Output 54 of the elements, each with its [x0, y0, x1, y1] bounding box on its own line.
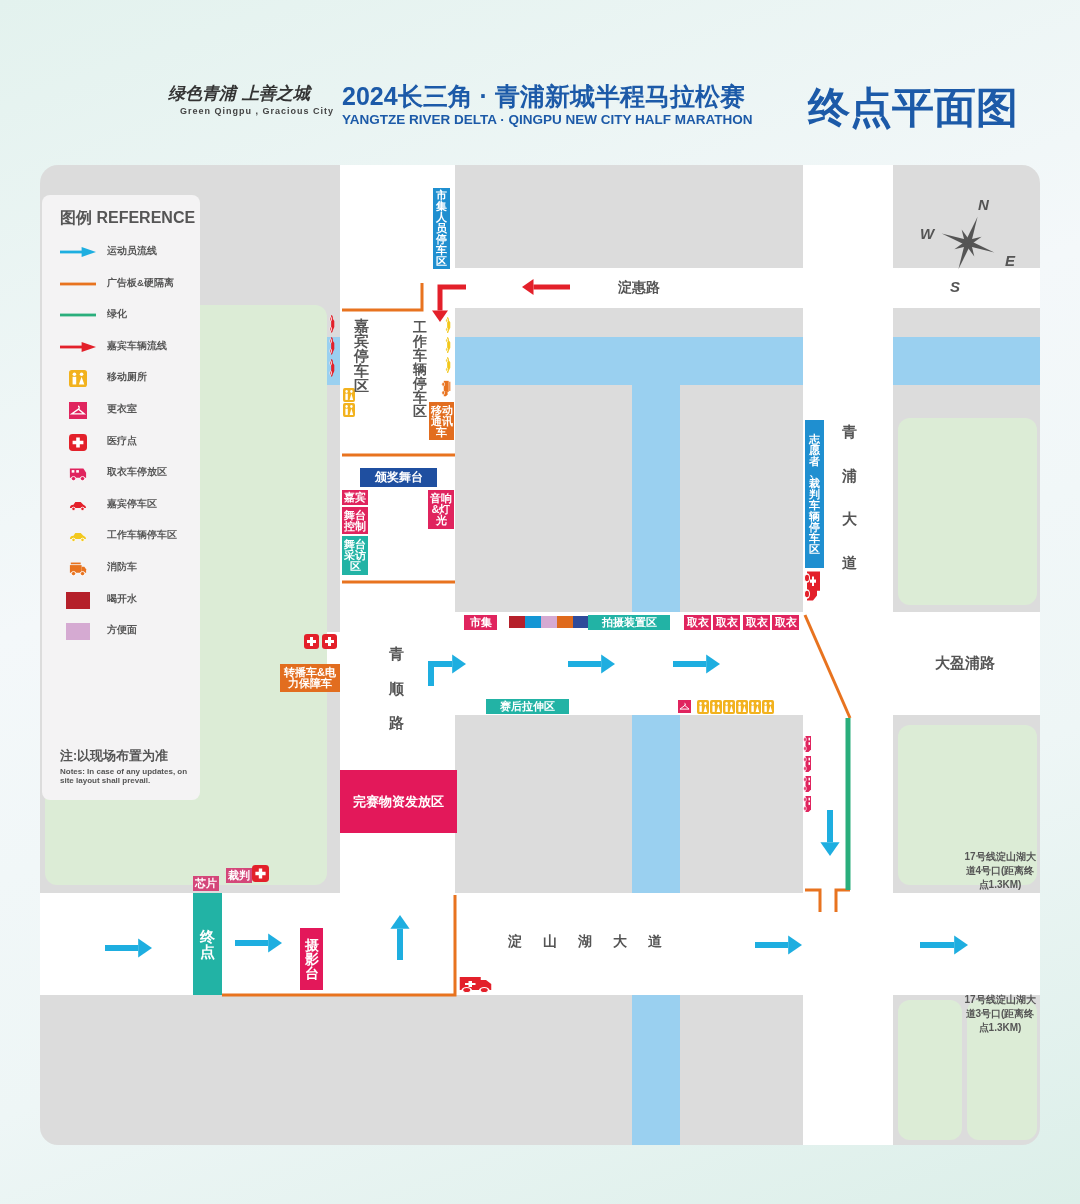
road-name: 大盈浦路: [935, 654, 995, 673]
legend-label: 医疗点: [107, 434, 137, 448]
legend-label: 广告板&硬隔离: [107, 276, 174, 290]
road-name: 淀山湖大道: [508, 933, 683, 951]
legend-title: 图例 REFERENCE: [60, 208, 196, 228]
zone-tag: 裁判: [226, 868, 252, 883]
zone-tag: 取衣: [713, 615, 740, 630]
legend-label: 更衣室: [107, 403, 137, 416]
zone-tag: 市集: [464, 615, 497, 630]
note: Notes: In case of any updates, on site layout shall prevail.: [60, 767, 189, 785]
legend-label: 工作车辆停车区: [107, 529, 177, 543]
title: 2024长三角 · 青浦新城半程马拉松赛: [342, 81, 745, 112]
slogan: 绿色青浦 上善之城: [168, 82, 310, 105]
legend-label: 移动厕所: [107, 371, 147, 385]
compass-letter: W: [920, 225, 935, 242]
zone-tag: 移动通讯车: [429, 402, 454, 440]
legend-label: 消防车: [107, 561, 137, 574]
compass-letter: N: [978, 196, 989, 213]
legend-label: 运动员流线: [107, 245, 157, 258]
zone-tag: 取衣: [772, 615, 799, 630]
road-name: 淀惠路: [618, 279, 660, 297]
legend-label: 绿化: [107, 308, 127, 322]
zone-tag: 芯片: [193, 876, 219, 891]
zone-tag: 拍摄装置区: [588, 615, 670, 630]
zone-tag: 舞台控制: [342, 507, 368, 534]
road-name: 青顺路: [389, 644, 405, 733]
legend-label: 喝开水: [107, 592, 137, 606]
zone-tag: 赛后拉伸区: [486, 699, 569, 714]
compass-letter: S: [950, 278, 960, 295]
legend-label: 取衣车停放区: [107, 466, 167, 480]
legend-label: 嘉宾停车区: [107, 497, 157, 511]
slogan: Green Qingpu , Gracious City: [180, 106, 335, 116]
area-name: 工作车辆停车区: [413, 320, 428, 418]
legend-label: 方便面: [107, 624, 137, 638]
legend-label: 嘉宾车辆流线: [107, 339, 167, 353]
zone-tag: 音响&灯光: [428, 490, 454, 529]
zone-tag: 取衣: [684, 615, 711, 630]
zone-tag: 转播车&电力保障车: [280, 664, 340, 692]
zone-tag: 嘉宾: [342, 490, 368, 505]
zone-tag: 舞台采访区: [342, 536, 368, 575]
heading: 终点平面图: [808, 83, 1018, 133]
area-name: 嘉宾停车区: [354, 318, 370, 393]
road-name: 青浦大道: [842, 422, 858, 573]
compass-letter: E: [1005, 252, 1015, 269]
note: 注:以现场布置为准: [60, 748, 169, 765]
zone-tag: 市集人员停车区: [433, 188, 450, 269]
zone-tag: 志愿者、裁判车辆停车区: [805, 420, 824, 568]
zone-tag: 取衣: [743, 615, 770, 630]
area-sign: 完赛物资发放区: [340, 770, 457, 833]
subtitle: YANGTZE RIVER DELTA · QINGPU NEW CITY HALF MARATHON: [342, 112, 753, 127]
stage-sign: 颁奖舞台: [360, 468, 437, 487]
metro-exit-label: 17号线淀山湖大道3号口(距离终点1.3KM): [963, 993, 1037, 1035]
photo-platform: 摄影台: [300, 928, 323, 990]
metro-exit-label: 17号线淀山湖大道4号口(距离终点1.3KM): [963, 850, 1037, 892]
